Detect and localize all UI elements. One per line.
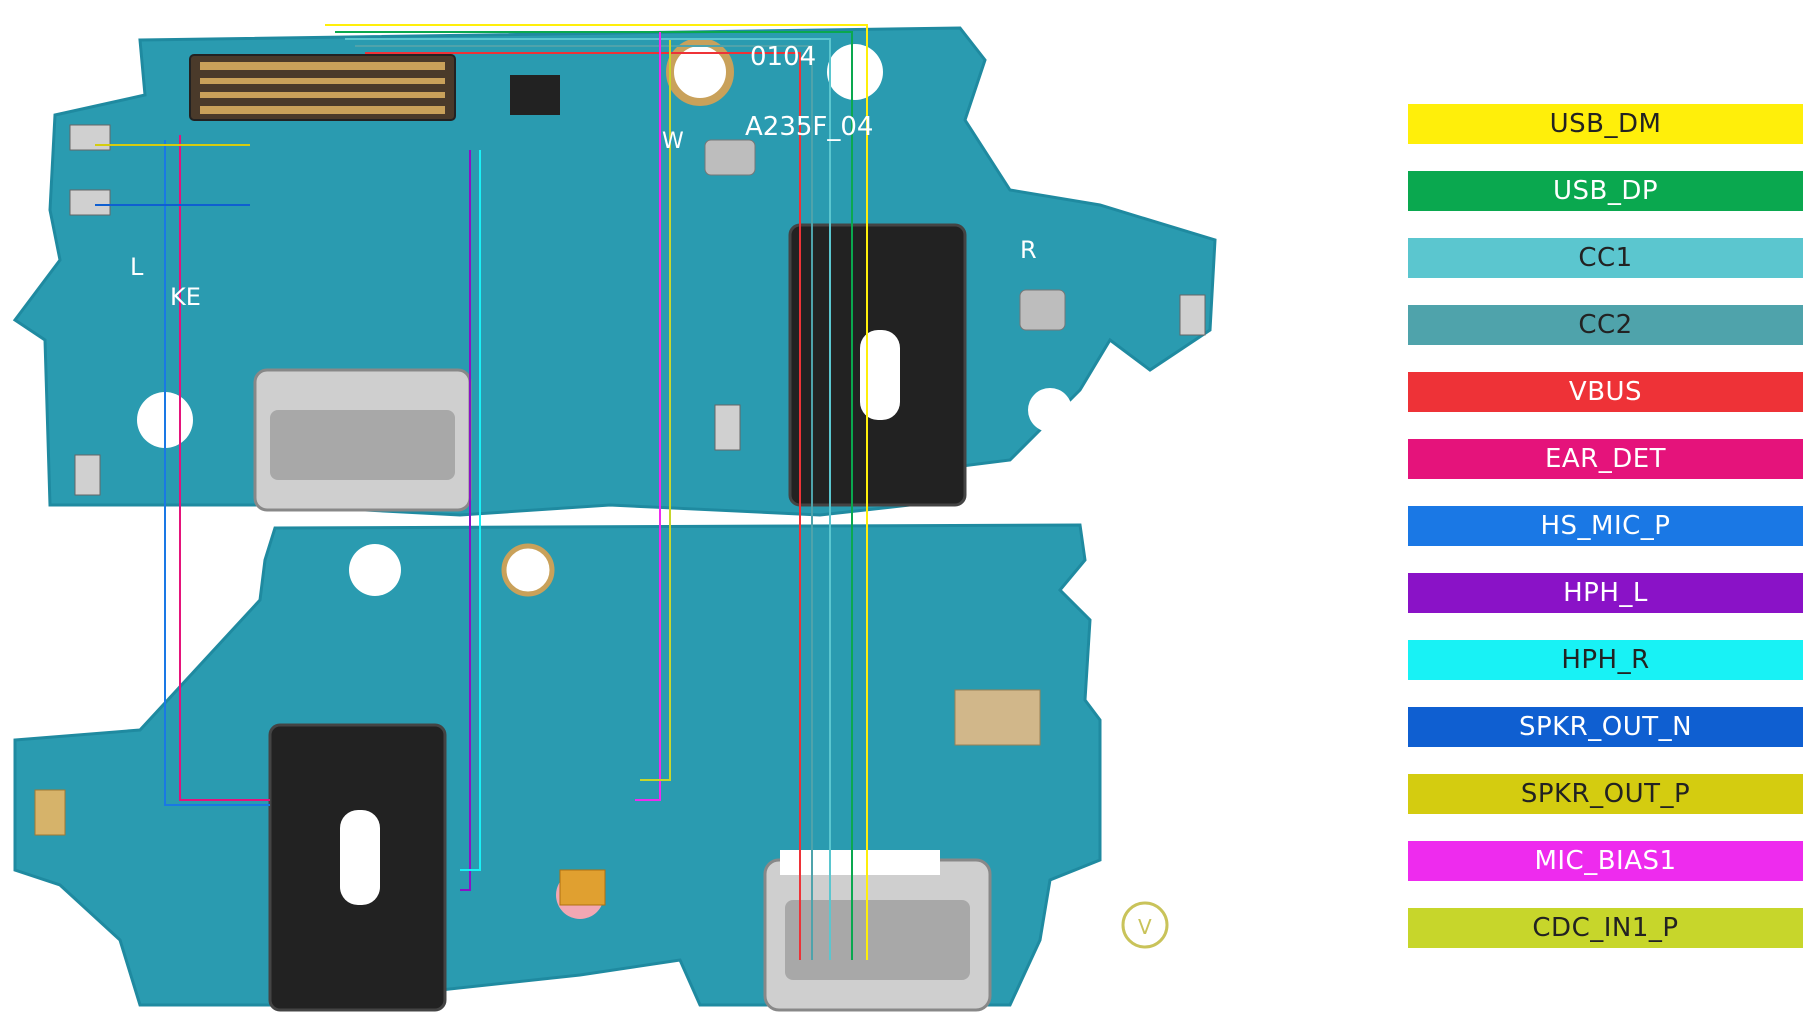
legend-label: HS_MIC_P [1540, 511, 1671, 541]
legend-label: EAR_DET [1544, 444, 1667, 474]
legend-label: USB_DM [1549, 109, 1662, 139]
legend-label: MIC_BIAS1 [1534, 846, 1677, 876]
legend-item-spkr-out-p: SPKR_OUT_P [1408, 774, 1803, 814]
legend-label: CC1 [1578, 243, 1633, 273]
legend-label: SPKR_OUT_P [1520, 779, 1691, 809]
legend-label: USB_DP [1552, 176, 1659, 206]
legend-label: VBUS [1568, 377, 1643, 407]
part-number-label: A235F_04 [745, 112, 873, 142]
legend-item-cdc-in1-p: CDC_IN1_P [1408, 908, 1803, 948]
r-label: R [1020, 236, 1037, 264]
fpc-connector [189, 54, 456, 121]
legend-item-usb-dm: USB_DM [1408, 104, 1803, 144]
legend-label: CDC_IN1_P [1532, 913, 1679, 943]
legend-item-usb-dp: USB_DP [1408, 171, 1803, 211]
w-label: W [662, 129, 684, 154]
net-traces [95, 24, 868, 960]
legend-label: SPKR_OUT_N [1518, 712, 1693, 742]
legend-item-hph-r: HPH_R [1408, 640, 1803, 680]
v-label: V [1138, 915, 1152, 939]
upper-board [12, 26, 1217, 517]
pcb-diagram: A235F_04 0104 W L KE R V [12, 24, 1217, 1012]
lower-board [13, 523, 1169, 1012]
legend-item-cc1: CC1 [1408, 238, 1803, 278]
legend-label: HPH_R [1561, 645, 1650, 675]
legend-label: HPH_L [1563, 578, 1648, 608]
l-label: L [130, 253, 144, 281]
legend-label: CC2 [1578, 310, 1633, 340]
legend-item-ear-det: EAR_DET [1408, 439, 1803, 479]
legend-item-mic-bias1: MIC_BIAS1 [1408, 841, 1803, 881]
legend-item-hs-mic-p: HS_MIC_P [1408, 506, 1803, 546]
legend-item-vbus: VBUS [1408, 372, 1803, 412]
legend-item-spkr-out-n: SPKR_OUT_N [1408, 707, 1803, 747]
ke-label: KE [170, 283, 201, 311]
legend-item-hph-l: HPH_L [1408, 573, 1803, 613]
ref-label: 0104 [750, 42, 816, 72]
legend-item-cc2: CC2 [1408, 305, 1803, 345]
